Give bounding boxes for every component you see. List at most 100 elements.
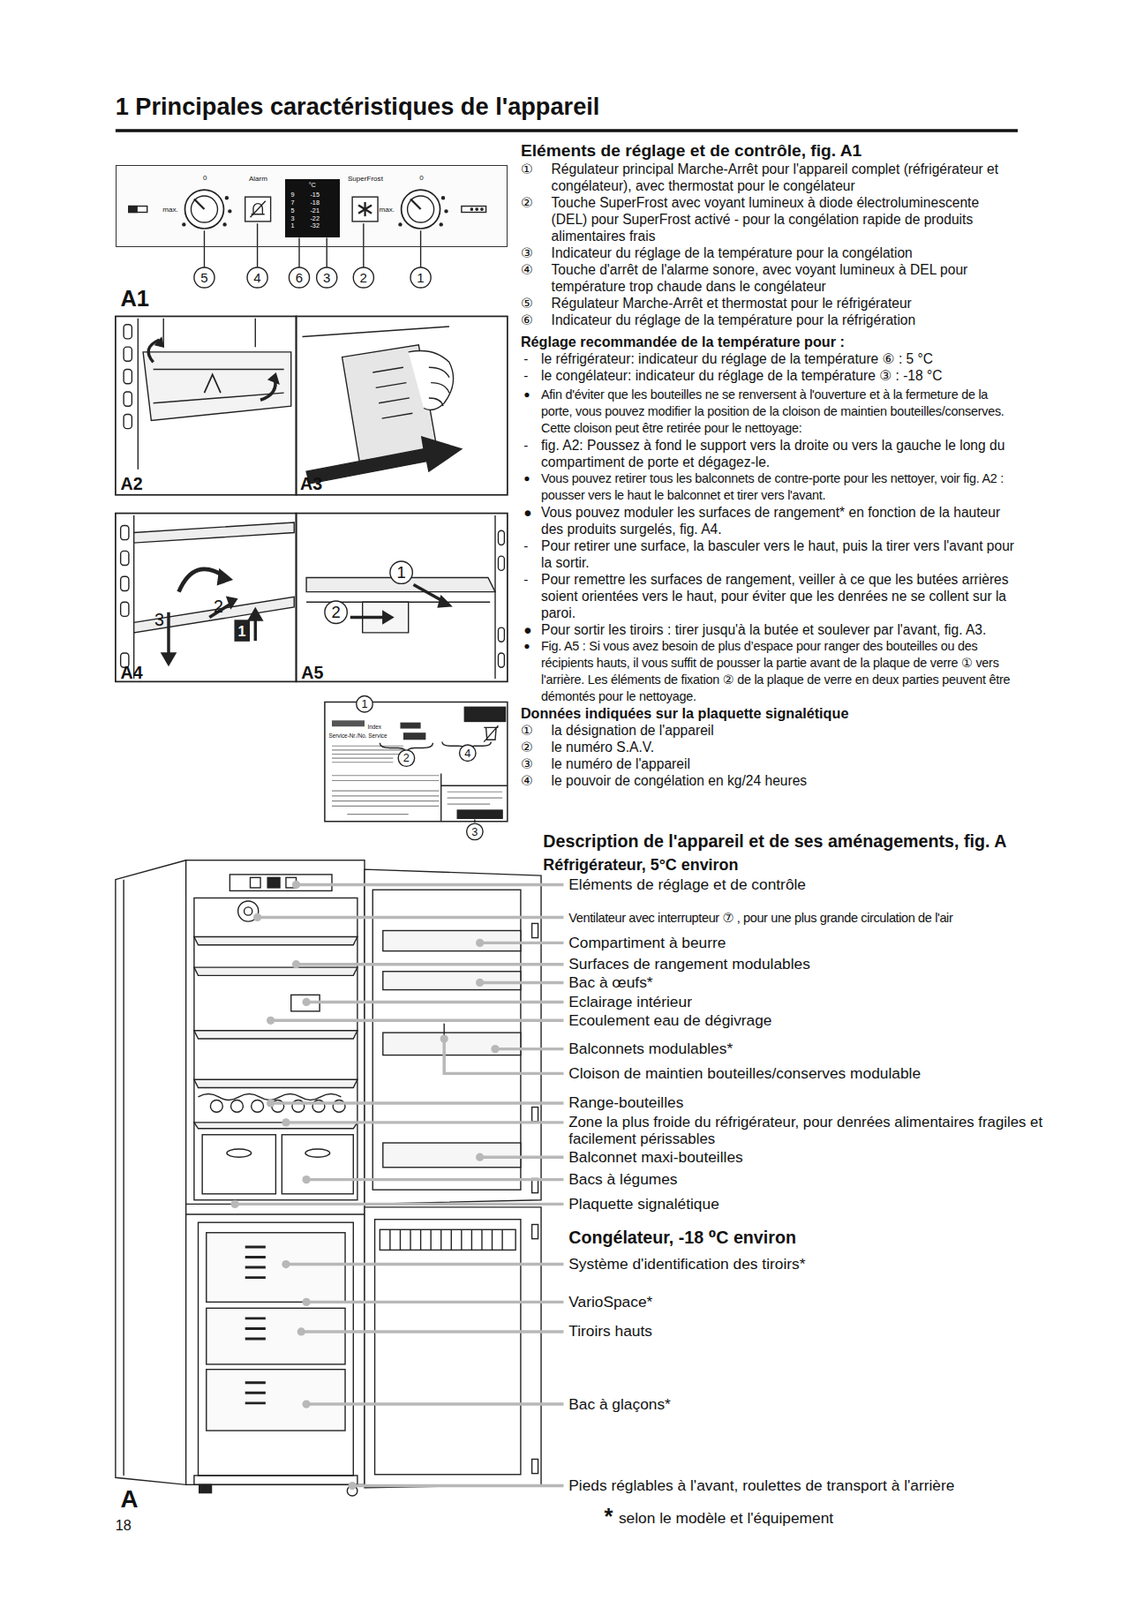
body-text: Vous pouvez retirer tous les balconnets …	[541, 470, 1018, 505]
part-label: Range-bouteilles	[568, 1095, 684, 1113]
callout-number: ①	[520, 722, 552, 739]
temperature-display: °C 9 7 5 3 1 -15 -18 -21 -22 -32	[285, 179, 340, 238]
section-heading: Réglage recommandée de la température po…	[520, 333, 1018, 351]
panel-label: SuperFrost	[347, 175, 384, 184]
part-label: Plaquette signalétique	[568, 1196, 720, 1213]
callout-label: 4	[464, 746, 471, 760]
display-digits: 9 7 5 3 1	[290, 191, 294, 231]
callout-label: 2	[213, 596, 224, 617]
part-label: Réfrigérateur, 5°C environ	[542, 856, 738, 874]
body-text: Touche SuperFrost avec voyant lumineux à…	[551, 194, 1019, 245]
panel-label: max.	[162, 206, 179, 215]
callout-label: 5	[200, 270, 208, 286]
list-marker: -	[520, 571, 542, 622]
text-row: ●Pour sortir les tiroirs : tirer jusqu'à…	[520, 621, 1018, 639]
callout-label: 3	[323, 270, 331, 286]
list-marker: ●	[520, 638, 542, 706]
callout-label: 1	[361, 698, 368, 711]
text-row: ③le numéro de l'appareil	[520, 755, 1018, 773]
text-row: -Pour remettre les surfaces de rangement…	[520, 571, 1018, 622]
body-text: Pour sortir les tiroirs : tirer jusqu'à …	[541, 621, 1018, 639]
text-row: ●Vous pouvez moduler les surfaces de ran…	[520, 504, 1018, 538]
part-label: Zone la plus froide du réfrigérateur, po…	[568, 1113, 1046, 1148]
part-label: Eléments de réglage et de contrôle	[568, 876, 806, 894]
callout-label: Index	[367, 723, 382, 730]
callout-number: ④	[520, 261, 552, 295]
text-row: ②le numéro S.A.V.	[520, 738, 1018, 756]
part-label: selon le modèle et l'équipement	[618, 1510, 834, 1528]
part-label: Tiroirs hauts	[568, 1324, 653, 1341]
callout-label: A3	[300, 473, 323, 494]
text-row: ②Touche SuperFrost avec voyant lumineux …	[520, 194, 1018, 245]
callout-number: ④	[520, 772, 552, 790]
callout-label: A1	[120, 285, 150, 311]
callout-label: 4	[253, 270, 261, 286]
part-label: Compartiment à beurre	[568, 934, 726, 952]
panel-label: 0	[203, 174, 208, 183]
callout-label: 1	[238, 623, 247, 640]
page-title: 1 Principales caractéristiques de l'appa…	[115, 93, 601, 121]
body-text: Afin d'éviter que les bouteilles ne se r…	[541, 386, 1018, 437]
list-marker: ●	[520, 470, 542, 505]
list-marker: -	[520, 367, 542, 384]
callout-label: 2	[360, 270, 368, 286]
callout-label: 1	[416, 270, 424, 286]
text-row: -fig. A2: Poussez à fond le support vers…	[520, 436, 1018, 471]
body-text: le numéro S.A.V.	[551, 738, 1019, 756]
list-marker: ●	[520, 386, 542, 437]
part-label: A	[120, 1486, 138, 1514]
part-label: Système d'identification des tiroirs*	[568, 1256, 806, 1273]
body-text: Fig. A5 : Si vous avez besoin de plus d’…	[541, 638, 1018, 706]
panel-label: Alarm	[248, 175, 268, 184]
text-column: Eléments de réglage et de contrôle, fig.…	[520, 142, 1018, 790]
part-label: Pieds réglables à l'avant, roulettes de …	[568, 1477, 955, 1495]
body-text: le congélateur: indicateur du réglage de…	[541, 367, 1018, 384]
body-text: Touche d'arrêt de l'alarme sonore, avec …	[551, 261, 1019, 295]
display-digits: °C	[308, 181, 316, 189]
text-row: ●Vous pouvez retirer tous les balconnets…	[520, 470, 1018, 505]
body-text: Indicateur du réglage de la température …	[551, 244, 1019, 262]
body-text: Indicateur du réglage de la température …	[551, 311, 1019, 329]
part-label: Eclairage intérieur	[568, 993, 693, 1011]
body-text: le pouvoir de congélation en kg/24 heure…	[551, 772, 1019, 790]
callout-label: 2	[331, 603, 340, 623]
panel-label: max.	[378, 206, 395, 215]
part-label: Balconnets modulables*	[568, 1040, 733, 1058]
section-heading: Données indiquées sur la plaquette signa…	[520, 705, 1018, 723]
part-label: Congélateur, -18 ⁰C environ	[568, 1227, 797, 1248]
part-label: Balconnet maxi-bouteilles	[568, 1149, 743, 1167]
callout-number: ①	[520, 160, 552, 195]
text-row: ④le pouvoir de congélation en kg/24 heur…	[520, 772, 1018, 790]
callout-number: ③	[520, 244, 552, 262]
list-marker: -	[520, 537, 542, 572]
callout-label: A2	[120, 473, 143, 494]
text-row: -le réfrigérateur: indicateur du réglage…	[520, 350, 1018, 368]
part-label: *	[603, 1503, 613, 1529]
list-marker: ●	[520, 504, 542, 538]
display-digits: -15 -18 -21 -22 -32	[309, 191, 320, 231]
panel-label: 0	[419, 174, 424, 183]
text-row: ⑤Régulateur Marche-Arrêt et thermostat p…	[520, 294, 1018, 312]
section-heading: Eléments de réglage et de contrôle, fig.…	[520, 142, 1018, 159]
text-row: -le congélateur: indicateur du réglage d…	[520, 367, 1018, 384]
callout-label: 3	[471, 826, 478, 839]
text-row: -Pour retirer une surface, la basculer v…	[520, 537, 1018, 572]
text-row: ③Indicateur du réglage de la température…	[520, 244, 1018, 262]
body-text: Régulateur Marche-Arrêt et thermostat po…	[551, 294, 1019, 312]
part-label: Description de l'appareil et de ses amén…	[542, 831, 1007, 851]
list-marker: ●	[520, 621, 542, 639]
callout-label: A4	[120, 662, 143, 683]
part-label: Bac à glaçons*	[568, 1396, 671, 1414]
body-text: fig. A2: Poussez à fond le support vers …	[541, 436, 1018, 471]
part-label: Bacs à légumes	[568, 1171, 678, 1189]
part-label: Surfaces de rangement modulables	[568, 955, 811, 973]
callout-number: ⑥	[520, 311, 552, 329]
part-label: 18	[115, 1517, 132, 1534]
body-text: la désignation de l'appareil	[551, 722, 1019, 739]
text-row: ④Touche d'arrêt de l'alarme sonore, avec…	[520, 261, 1018, 295]
body-text: Pour retirer une surface, la basculer ve…	[541, 537, 1018, 572]
list-marker: -	[520, 350, 542, 368]
callout-label: A5	[300, 662, 324, 683]
callout-label: 1	[396, 564, 406, 583]
callout-number: ②	[520, 738, 552, 756]
